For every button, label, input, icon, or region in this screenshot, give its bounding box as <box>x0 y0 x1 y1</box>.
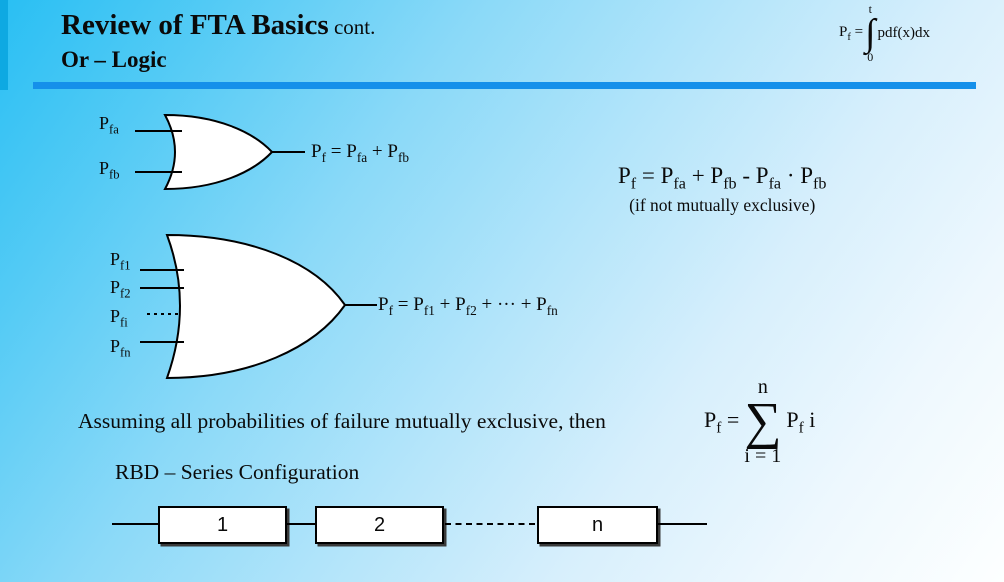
slide-title: Review of FTA Basics cont. <box>61 9 375 42</box>
summation-limits: n ∑ i = 1 <box>744 376 781 468</box>
gate2-output-formula: Pf = Pf1 + Pf2 + ··· + Pfn <box>378 294 558 318</box>
summation-upper-limit: n <box>757 376 768 398</box>
integral-icon: ∫ <box>865 12 876 55</box>
rbd-block-label: 1 <box>216 513 229 536</box>
rbd-connector <box>285 523 315 525</box>
summation-lower-limit: i = 1 <box>744 444 782 467</box>
slide-title-main: Review of FTA Basics <box>61 9 329 41</box>
summation-formula: Pf = n ∑ i = 1 Pf i <box>704 376 815 468</box>
integral-formula: Pf = t ∫ 0 pdf(x)dx <box>839 2 930 65</box>
gate2-input-label-2: Pf2 <box>110 277 131 301</box>
integral-lower-limit: 0 <box>867 50 874 65</box>
summation-rhs: Pf i <box>786 406 816 437</box>
gate1-output-formula: Pf = Pfa + Pfb <box>311 141 410 165</box>
or-gate-n-input <box>140 233 377 380</box>
integral-limits: t ∫ 0 <box>865 2 876 65</box>
rbd-connector <box>112 523 158 525</box>
assumption-text: Assuming all probabilities of failure mu… <box>78 409 606 433</box>
rbd-title: RBD – Series Configuration <box>115 460 360 484</box>
slide-title-suffix: cont. <box>328 15 376 39</box>
not-mutually-exclusive-caption: (if not mutually exclusive) <box>629 194 816 215</box>
sigma-icon: ∑ <box>744 393 782 450</box>
header-rule <box>33 82 976 89</box>
rbd-block-n: n <box>537 506 658 544</box>
gate2-input-label-i: Pfi <box>110 306 128 330</box>
gate2-input-label-1: Pf1 <box>110 249 131 273</box>
integral-lhs: Pf = <box>839 24 864 44</box>
or-gate-2-input <box>135 113 305 191</box>
rbd-connector <box>658 523 707 525</box>
gate2-input-label-n: Pfn <box>110 336 131 360</box>
rbd-block-2: 2 <box>315 506 444 544</box>
not-mutually-exclusive-block: Pf = Pfa + Pfb - Pfa · Pfb (if not mutua… <box>618 163 826 216</box>
rbd-block-1: 1 <box>158 506 287 544</box>
header-accent-strip <box>0 0 8 90</box>
gate1-input-label-b: Pfb <box>99 158 120 182</box>
slide-subtitle: Or – Logic <box>61 47 167 72</box>
rbd-block-label: 2 <box>373 513 386 536</box>
integral-upper-limit: t <box>868 2 872 16</box>
not-mutually-exclusive-formula: Pf = Pfa + Pfb - Pfa · Pfb <box>618 163 827 193</box>
rbd-connector-dashed <box>445 523 535 525</box>
rbd-block-label: n <box>591 513 604 536</box>
or-gate-body <box>165 233 347 380</box>
or-gate-body <box>163 113 274 191</box>
summation-lhs: Pf = <box>704 406 740 437</box>
integral-rhs: pdf(x)dx <box>877 25 930 42</box>
gate1-input-label-a: Pfa <box>99 113 119 137</box>
